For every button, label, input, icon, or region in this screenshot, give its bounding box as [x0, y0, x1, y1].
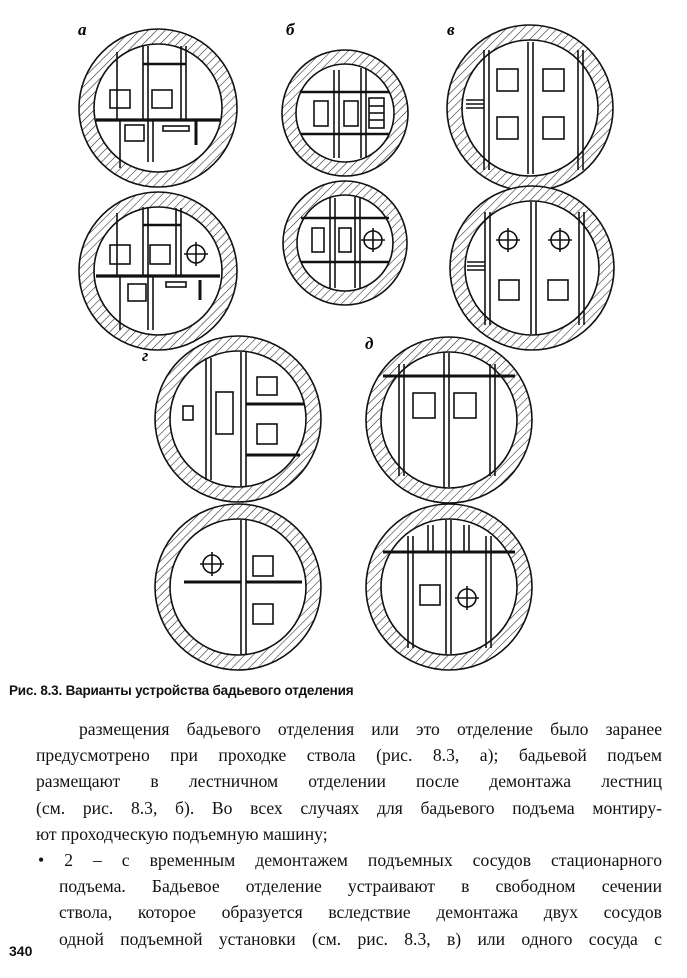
shaft-a-top	[78, 28, 238, 188]
shaft-g-bottom	[154, 503, 322, 671]
shaft-d-top	[365, 336, 533, 504]
shaft-a-bottom	[78, 191, 238, 351]
shaft-v-bottom	[449, 185, 615, 351]
shaft-v-top	[446, 24, 614, 192]
body-line: размещают в лестничном отделении после д…	[36, 771, 662, 792]
shaft-d-bottom	[365, 503, 533, 671]
bullet-icon: •	[38, 849, 45, 870]
body-line: подъема. Бадьевое отделение устраивают в…	[59, 876, 662, 897]
body-line: (см. рис. 8.3, б). Во всех случаях для б…	[36, 797, 662, 818]
body-line: одной подъемной установки (см. рис. 8.3,…	[59, 928, 662, 949]
body-line: 2 – с временным демонтажем подъемных сос…	[64, 849, 662, 870]
body-line: ют проходческую подъемную машину;	[36, 823, 328, 844]
label-v: в	[447, 20, 455, 39]
page-number: 340	[9, 943, 33, 959]
label-d: д	[365, 334, 374, 353]
shaft-b-top	[281, 49, 409, 177]
body-line: размещения бадьевого отделения или это о…	[79, 719, 662, 739]
label-b: б	[286, 20, 296, 39]
shaft-section-figure: а б в г д	[78, 20, 615, 671]
body-line: предусмотрено при проходке ствола (рис. …	[36, 745, 662, 766]
shaft-g-top	[154, 335, 322, 503]
figure-caption: Рис. 8.3. Варианты устройства бадьевого …	[9, 683, 354, 698]
shaft-b-bottom	[282, 180, 408, 306]
bullet-line: • 2 – с временным демонтажем подъемных с…	[36, 847, 662, 873]
label-g: г	[142, 346, 148, 365]
body-line: ствола, которое образуется вследствие де…	[59, 902, 662, 923]
label-a: а	[78, 20, 87, 39]
body-text: размещения бадьевого отделения или это о…	[36, 716, 662, 952]
